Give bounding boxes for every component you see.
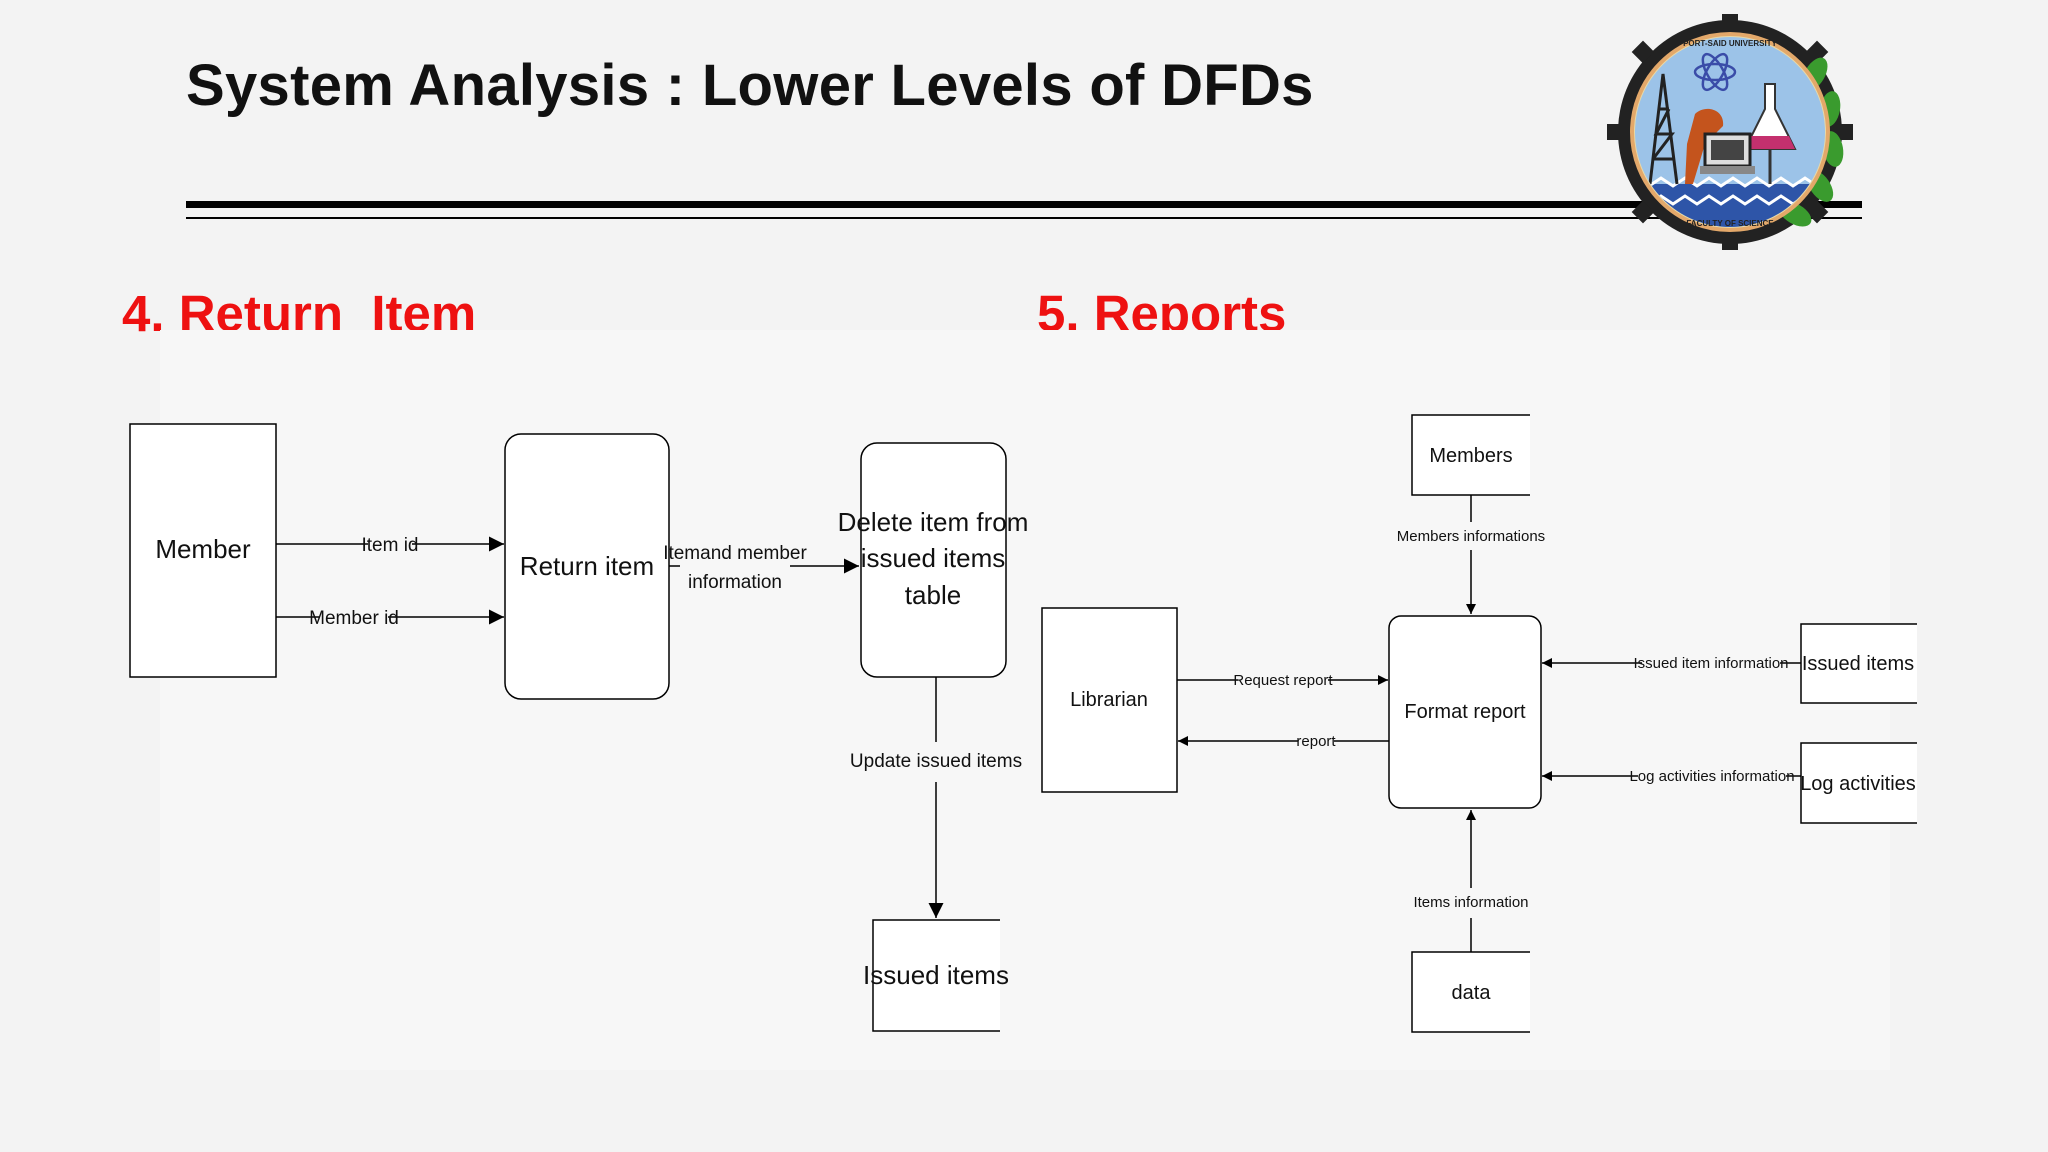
delete-item-process <box>860 442 1007 678</box>
librarian-label: Librarian <box>1070 689 1148 711</box>
librarian-entity <box>1041 607 1178 793</box>
university-logo: PORT-SAID UNIVERSITY FACULTY OF SCIENCE <box>1607 14 1853 250</box>
issued-items-store <box>872 919 1000 1032</box>
delete-item-label-line1: Delete item from <box>838 507 1029 537</box>
log-activities-store <box>1800 742 1917 824</box>
return-item-dfd: Member Item id Member id Return item Ite… <box>129 423 1029 1032</box>
members-info-flow-label: Members informations <box>1397 528 1545 545</box>
log-info-flow-label: Log activities information <box>1629 768 1794 785</box>
info-flow-label-line1: Itemand member <box>663 543 807 564</box>
logo-bottom-text: FACULTY OF SCIENCE <box>1686 219 1774 228</box>
issued-info-flow-label: Issued item information <box>1633 655 1788 672</box>
member-entity <box>129 423 277 678</box>
update-flow-label: Update issued items <box>850 751 1022 772</box>
log-activities-label: Log activities <box>1800 773 1916 795</box>
title-rule-thick <box>186 201 1862 208</box>
report-flow-label: report <box>1296 733 1336 750</box>
delete-item-label-line2: issued items <box>861 543 1006 573</box>
logo-top-text: PORT-SAID UNIVERSITY <box>1683 39 1777 48</box>
member-id-flow-label: Member id <box>309 608 399 629</box>
item-id-flow-label: Item id <box>361 535 418 556</box>
format-report-label: Format report <box>1404 701 1526 723</box>
delete-item-label-line3: table <box>905 580 961 610</box>
members-store-label: Members <box>1429 445 1512 467</box>
reports-issued-items-label: Issued items <box>1802 653 1914 675</box>
request-report-flow-label: Request report <box>1233 672 1333 689</box>
title-rule-thin <box>186 217 1862 219</box>
data-store-label: data <box>1452 982 1492 1004</box>
items-info-flow-label: Items information <box>1413 894 1528 911</box>
info-flow-label-line2: information <box>688 572 782 593</box>
member-label: Member <box>155 534 251 564</box>
format-report-process <box>1388 615 1542 809</box>
return-item-label: Return item <box>520 551 654 581</box>
issued-items-store-label: Issued items <box>863 960 1009 990</box>
slide-title: System Analysis : Lower Levels of DFDs <box>186 53 1314 118</box>
reports-dfd: Members Members informations Librarian R… <box>1041 414 1917 1033</box>
